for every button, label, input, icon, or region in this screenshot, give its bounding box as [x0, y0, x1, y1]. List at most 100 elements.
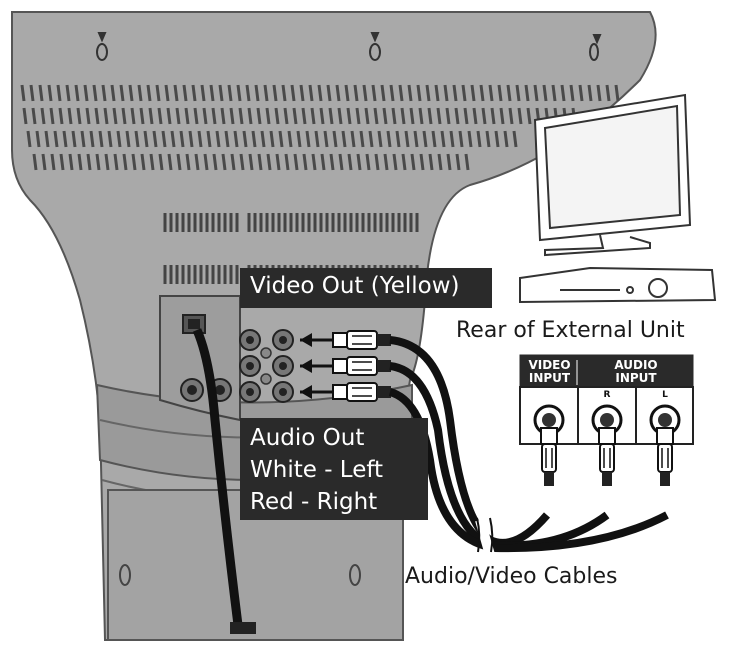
vent-slot	[400, 107, 406, 125]
vent-slot	[86, 153, 92, 171]
vent-slot	[359, 130, 365, 148]
vent-slot	[20, 84, 26, 102]
vent-slot	[418, 107, 424, 125]
vent-slot	[265, 107, 271, 125]
vent-slot	[146, 84, 152, 102]
vent-slot	[128, 84, 134, 102]
vent-slot	[395, 130, 401, 148]
vent-slot	[398, 84, 404, 102]
vent-slot	[242, 130, 248, 148]
vent-slot	[371, 84, 377, 102]
vent-slot	[139, 107, 145, 125]
vent-slot	[551, 84, 557, 102]
rear-external-label: Rear of External Unit	[456, 318, 685, 343]
audio-out-white-left: White - Left	[250, 457, 384, 483]
vent-slot	[479, 84, 485, 102]
vent-slot	[409, 107, 415, 125]
vent-slot	[436, 107, 442, 125]
vent-slot	[260, 130, 266, 148]
vent-slot	[121, 107, 127, 125]
vent-slot	[182, 84, 188, 102]
vent-slot	[463, 107, 469, 125]
vent-slot	[49, 107, 55, 125]
vent-slot	[158, 153, 164, 171]
vent-slot	[119, 84, 125, 102]
vent-slot	[131, 153, 137, 171]
vent-slot	[472, 107, 478, 125]
vent-slot	[338, 153, 344, 171]
vent-slot	[515, 84, 521, 102]
vent-slot	[443, 84, 449, 102]
vent-slot	[113, 153, 119, 171]
vent-slot	[517, 107, 523, 125]
vent-slot	[224, 130, 230, 148]
vent-slot	[203, 153, 209, 171]
vent-slot	[248, 153, 254, 171]
vent-slot	[92, 84, 98, 102]
vent-slot	[290, 84, 296, 102]
vent-slot	[293, 153, 299, 171]
vent-slot	[344, 84, 350, 102]
vent-slot	[401, 153, 407, 171]
vent-slot	[31, 107, 37, 125]
vent-slot	[377, 130, 383, 148]
vent-slot	[410, 153, 416, 171]
vent-slot	[155, 84, 161, 102]
vent-slot	[346, 107, 352, 125]
vent-slot	[101, 84, 107, 102]
vent-slot	[202, 107, 208, 125]
cable-plug	[230, 622, 256, 634]
vent-slot	[455, 153, 461, 171]
vent-slot	[94, 107, 100, 125]
vent-slot	[107, 130, 113, 148]
vent-slot	[218, 84, 224, 102]
vent-slot	[596, 84, 602, 102]
vent-slot	[134, 130, 140, 148]
vent-slot	[239, 153, 245, 171]
vent-slot	[494, 130, 500, 148]
vent-slot	[164, 84, 170, 102]
vent-slot	[152, 130, 158, 148]
vent-slot	[221, 153, 227, 171]
vent-slot	[305, 130, 311, 148]
vent-slot	[578, 84, 584, 102]
vent-slot	[317, 84, 323, 102]
vent-slot	[380, 84, 386, 102]
vent-slot	[368, 130, 374, 148]
vent-slot	[464, 153, 470, 171]
vent-slot	[71, 130, 77, 148]
vent-slot	[605, 84, 611, 102]
vent-slot	[125, 130, 131, 148]
vent-slot	[170, 130, 176, 148]
vent-slot	[326, 84, 332, 102]
output-jack	[272, 355, 294, 377]
vent-slot	[422, 130, 428, 148]
vent-slot	[499, 107, 505, 125]
input-jack	[649, 404, 681, 486]
vent-slot	[374, 153, 380, 171]
output-jack	[239, 355, 261, 377]
vent-slot	[103, 107, 109, 125]
vent-slot	[40, 107, 46, 125]
vent-slot	[104, 153, 110, 171]
vent-slot	[161, 130, 167, 148]
vent-slot	[137, 84, 143, 102]
jack-screw	[260, 373, 272, 385]
output-jack	[239, 329, 261, 351]
output-jack	[272, 329, 294, 351]
vent-slot	[281, 84, 287, 102]
input-jack	[591, 404, 623, 486]
vent-slot	[130, 107, 136, 125]
vent-slot	[365, 153, 371, 171]
vent-slot	[44, 130, 50, 148]
vent-slot	[278, 130, 284, 148]
vent-slot	[77, 153, 83, 171]
vent-slot	[524, 84, 530, 102]
vent-slot	[301, 107, 307, 125]
vent-slot	[319, 107, 325, 125]
vent-slot	[157, 107, 163, 125]
output-jack	[272, 381, 294, 403]
vent-slot	[53, 130, 59, 148]
rear-jack-panel	[159, 295, 241, 422]
